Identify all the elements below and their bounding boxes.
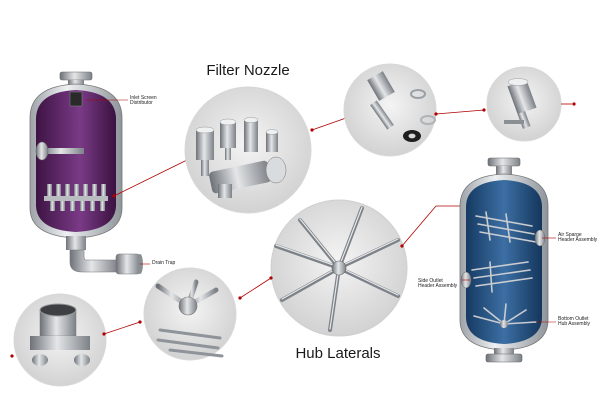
leader-vessel-to-nozzles bbox=[112, 158, 189, 198]
drain-trap bbox=[115, 253, 141, 275]
filter-nozzle-circle bbox=[184, 86, 312, 214]
side-flange bbox=[35, 141, 49, 161]
right-bottom-flange bbox=[485, 353, 523, 363]
leader-hub-to-vessel bbox=[400, 205, 468, 248]
leader-socket-left bbox=[10, 354, 14, 358]
nozzle-cap bbox=[367, 71, 395, 101]
left-label-pointers bbox=[86, 99, 150, 265]
bottom-outlet-hub bbox=[473, 303, 537, 325]
leader-exploded-to-assembled bbox=[434, 108, 486, 116]
filter-nozzle-row bbox=[47, 184, 106, 211]
right-vessel-interior bbox=[466, 180, 542, 344]
air-sparge-label: Air Sparge Header Assembly bbox=[558, 232, 598, 243]
nut bbox=[420, 115, 436, 125]
air-sparge-header bbox=[475, 211, 537, 243]
hub-center bbox=[331, 260, 347, 276]
drain-trap-label: Drain Trap bbox=[152, 260, 176, 266]
leader-assembled-end bbox=[561, 102, 576, 106]
right-vessel bbox=[459, 157, 549, 363]
assembled-nozzle-circle bbox=[486, 66, 562, 142]
exploded-nozzle-circle bbox=[343, 63, 437, 157]
nozzle-plate bbox=[44, 196, 108, 201]
washer bbox=[410, 89, 426, 99]
inlet-distributor bbox=[69, 91, 83, 107]
right-top-flange bbox=[487, 157, 521, 167]
filter-nozzle-cluster bbox=[195, 117, 287, 198]
filter-nozzle-title: Filter Nozzle bbox=[206, 62, 290, 79]
nozzle-socket-circle bbox=[13, 293, 107, 387]
side-outlet-label: Side Outlet Header Assembly bbox=[418, 278, 458, 289]
hub-detail-circle bbox=[143, 267, 237, 361]
hub-laterals-circle bbox=[270, 199, 408, 337]
bottom-nozzle bbox=[66, 236, 86, 250]
leader-socket-to-hub bbox=[102, 320, 142, 336]
inlet-screen-label: Inlet Screen Distributor bbox=[130, 95, 157, 106]
left-vessel bbox=[29, 71, 143, 275]
side-pipe bbox=[42, 148, 84, 154]
nozzle-stem bbox=[370, 100, 394, 130]
hub-laterals-title: Hub Laterals bbox=[295, 345, 381, 362]
right-label-pointers bbox=[462, 237, 556, 323]
side-outlet-header bbox=[471, 261, 533, 293]
leader-nozzle-to-exploded bbox=[310, 116, 348, 132]
bottom-outlet-label: Bottom Outlet Hub Assembly bbox=[558, 316, 590, 327]
top-flange bbox=[59, 71, 93, 81]
leader-hub-to-detail bbox=[238, 276, 273, 300]
drain-elbow bbox=[69, 249, 119, 273]
